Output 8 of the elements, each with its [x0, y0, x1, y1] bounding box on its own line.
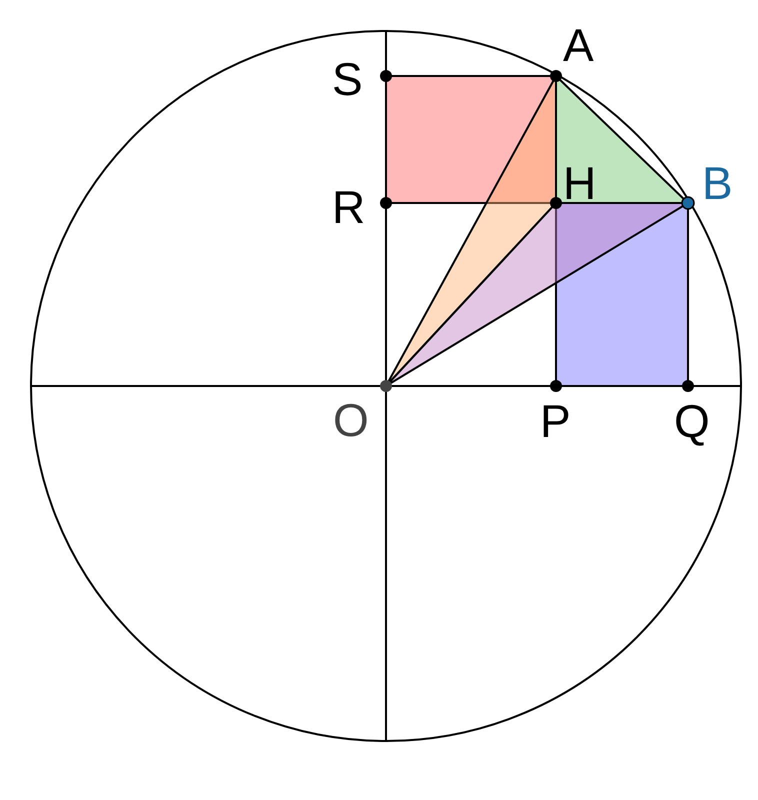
point-label: B [702, 160, 733, 206]
point-label: O [333, 397, 369, 443]
point-label: Q [674, 398, 710, 444]
point-label: P [540, 398, 571, 444]
point-label: A [563, 22, 594, 68]
point-label: R [332, 184, 366, 230]
point-label: H [563, 160, 596, 206]
point-label: S [332, 56, 363, 102]
